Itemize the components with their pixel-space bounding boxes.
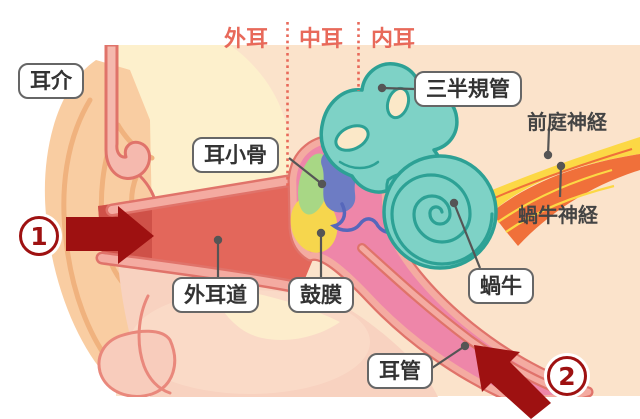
eustachian-arrow (474, 345, 551, 419)
label-eardrum: 鼓膜 (288, 277, 354, 314)
helix-fold (104, 45, 151, 180)
leader-dots (213, 83, 566, 351)
vestibular-nerve-shape (478, 137, 640, 212)
zone-label-outer-ear: 外耳 (224, 27, 269, 52)
step-marker-1: 1 (19, 216, 59, 256)
label-eustachian-tube: 耳管 (367, 353, 433, 390)
zone-label-inner-ear: 内耳 (371, 27, 416, 52)
stapes-chain (330, 202, 402, 235)
earlobe (97, 294, 177, 397)
label-ossicles: 耳小骨 (192, 137, 279, 174)
label-ear-canal: 外耳道 (172, 277, 259, 314)
nerves (478, 137, 640, 246)
cochlea-spiral (390, 173, 494, 266)
ossicle-green (297, 153, 331, 215)
label-cochlear-nerve: 蝸牛神経 (518, 203, 598, 227)
label-semicircular-canals: 三半規管 (414, 71, 522, 108)
zone-divider-lines (286, 22, 360, 187)
zone-label-middle-ear: 中耳 (299, 27, 344, 52)
sound-in-arrow (66, 206, 154, 264)
label-cochlea: 蝸牛 (468, 268, 534, 305)
step-marker-2: 2 (547, 356, 587, 396)
label-auricle: 耳介 (18, 63, 84, 100)
leader-lines (216, 86, 563, 369)
label-vestibular-nerve: 前庭神経 (527, 110, 607, 134)
